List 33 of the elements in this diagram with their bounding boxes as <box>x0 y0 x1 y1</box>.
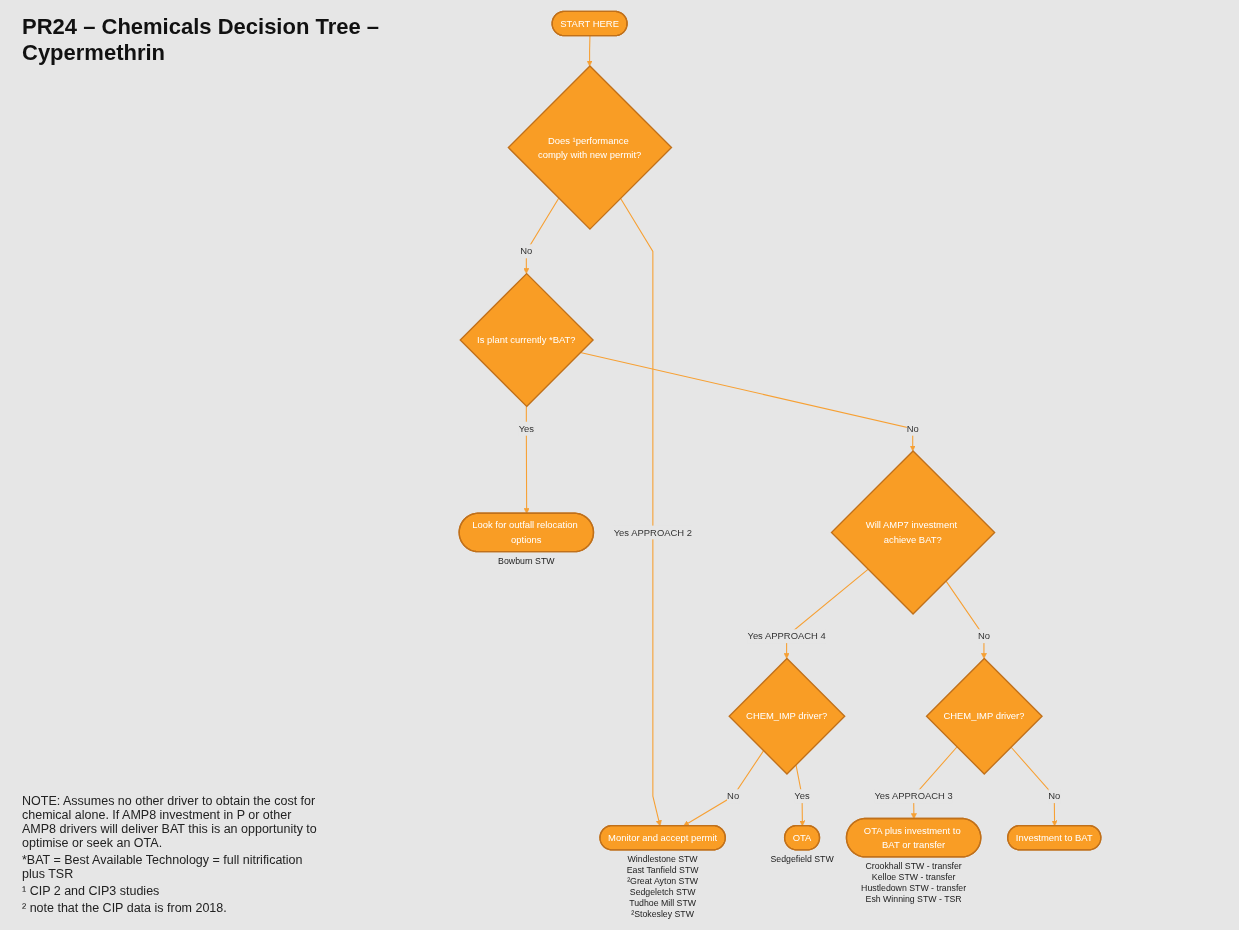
site-list: Windlestone STW East Tanfield STW ²Great Ayton STW Sedgeletch STW Tudhoe Mill STW ²Stokesley STW <box>626 853 699 919</box>
node-diamond: Will AMP7 investment achieve BAT? <box>830 449 996 615</box>
node-diamond: CHEM_IMP driver? <box>925 657 1043 775</box>
node-diamond: CHEM_IMP driver? <box>728 657 846 775</box>
edge-label: No <box>727 790 740 802</box>
site-list: Crookhall STW - transfer Kelloe STW - transfer Hustledown STW - transfer Esh Winning STW - TSR <box>861 861 967 904</box>
arrow <box>1010 746 1058 827</box>
edge-label: No <box>520 245 533 257</box>
note-text: NOTE: Assumes no other driver to obtain the cost for chemical alone. If AMP8 investment in P or other AMP8 drivers will deliver BAT this is an opportunity to optimise or seek an OTA. <box>22 794 318 850</box>
arrow <box>523 405 530 514</box>
edge-label: Yes <box>518 422 535 434</box>
edge-label: No <box>977 630 990 642</box>
edge-label: Yes APPROACH 2 <box>613 526 693 538</box>
note-text: ¹ CIP 2 and CIP3 studies <box>22 884 161 898</box>
edge-label: No <box>1048 790 1061 802</box>
arrow <box>945 580 987 659</box>
node-diamond: Does ¹performance comply with new permit? <box>507 65 673 231</box>
note-text: *BAT = Best Available Technology = full nitrification plus TSR <box>22 853 304 881</box>
arrow <box>795 764 806 827</box>
arrow <box>683 750 764 827</box>
arrow <box>619 197 662 827</box>
edge-label: No <box>906 422 919 434</box>
note-text: ² note that the CIP data is from 2018. <box>22 901 228 915</box>
arrow <box>579 351 916 452</box>
edge-label: Yes APPROACH 4 <box>747 630 826 642</box>
arrow <box>586 35 593 67</box>
arrow <box>523 197 560 274</box>
site-name: Sedgefield STW <box>770 853 834 864</box>
edge-label: Yes <box>794 790 810 802</box>
node-diamond: Is plant currently *BAT? <box>459 272 595 408</box>
site-name: Bowburn STW <box>498 555 555 566</box>
edge-label: Yes APPROACH 3 <box>874 790 953 802</box>
diagram-title: PR24 – Chemicals Decision Tree – Cypermethrin <box>22 14 381 67</box>
